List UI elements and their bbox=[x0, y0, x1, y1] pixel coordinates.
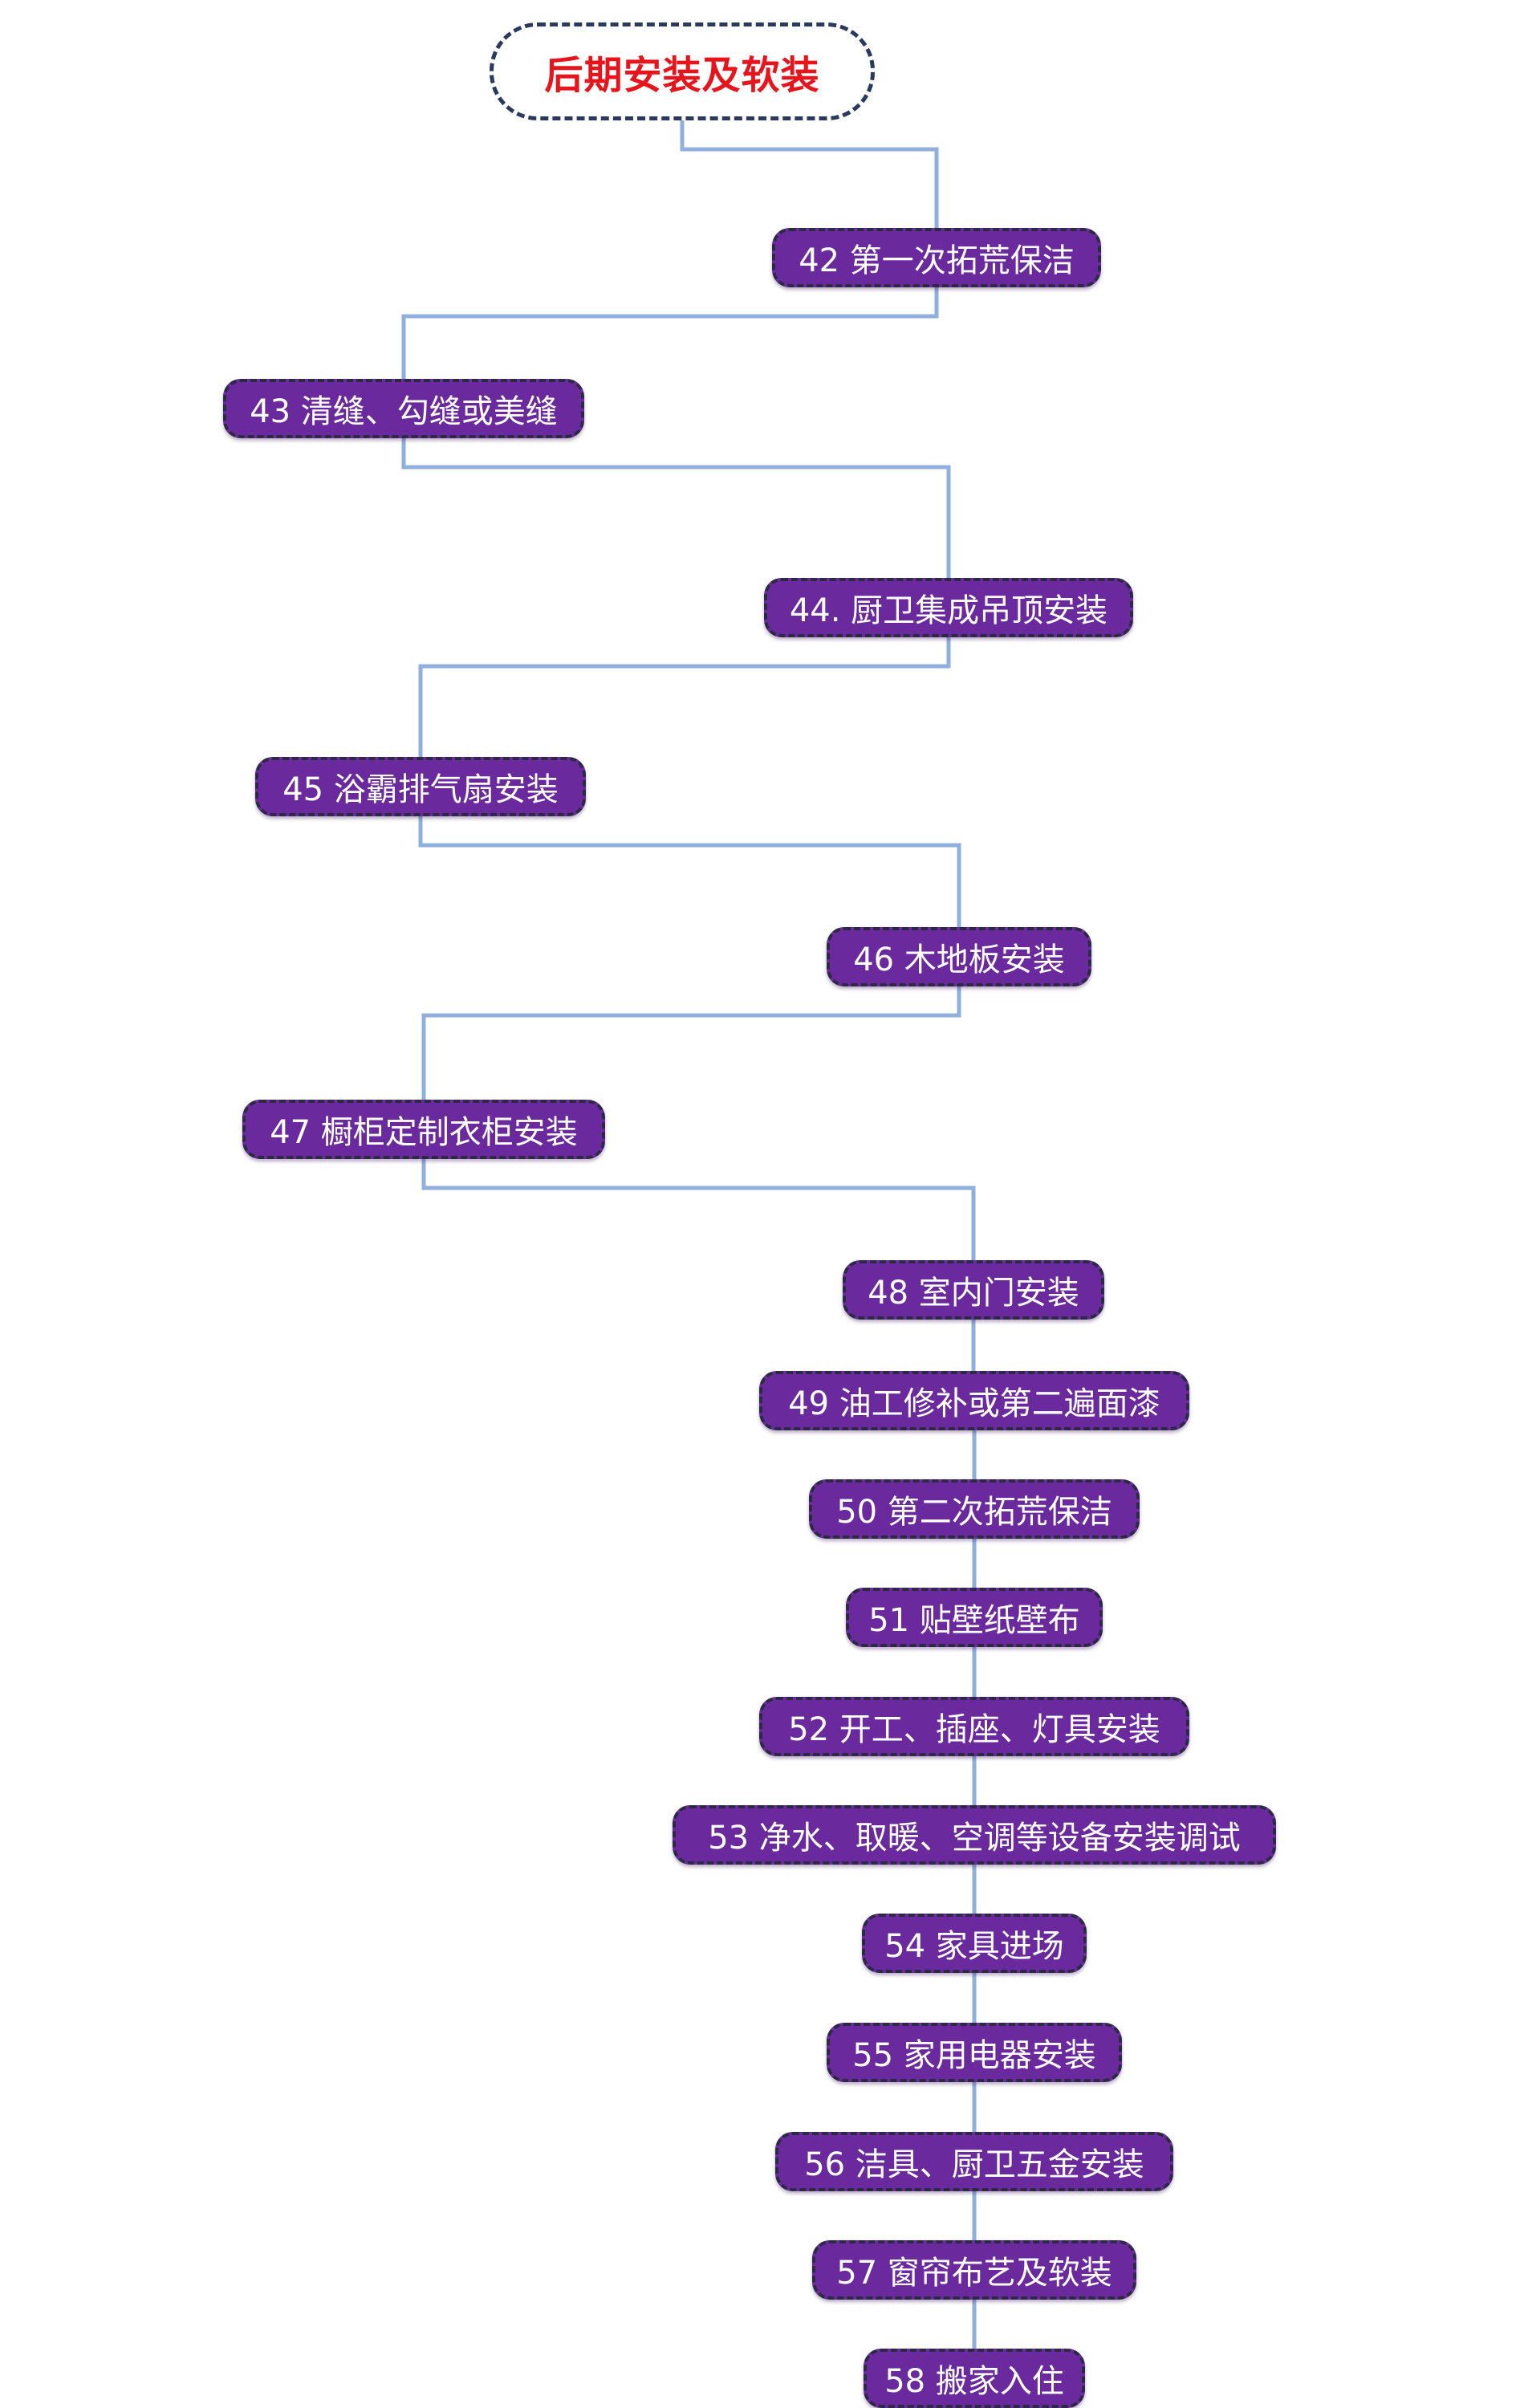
step-46-wood-floor-install: 46 木地板安装 bbox=[827, 927, 1091, 986]
connector-line-2 bbox=[401, 438, 951, 578]
connector-line-5 bbox=[421, 986, 961, 1100]
step-47-cabinet-wardrobe-install: 47 橱柜定制衣柜安装 bbox=[242, 1100, 605, 1159]
step-53-equipment-install-debug: 53 净水、取暖、空调等设备安装调试 bbox=[673, 1805, 1276, 1865]
step-45-heater-fan-install: 45 浴霸排气扇安装 bbox=[255, 757, 586, 816]
connector-line-3 bbox=[418, 637, 951, 757]
step-42-first-cleaning: 42 第一次拓荒保洁 bbox=[772, 228, 1101, 287]
connector-line-6 bbox=[421, 1159, 976, 1260]
step-48-interior-door-install: 48 室内门安装 bbox=[843, 1260, 1104, 1320]
step-49-paint-touchup: 49 油工修补或第二遍面漆 bbox=[759, 1371, 1189, 1430]
step-52-switch-socket-lamp-install: 52 开工、插座、灯具安装 bbox=[759, 1697, 1189, 1756]
step-43-grout-sealing: 43 清缝、勾缝或美缝 bbox=[223, 379, 584, 438]
connector-line-1 bbox=[401, 287, 939, 379]
step-57-curtains-soft-furnishing: 57 窗帘布艺及软装 bbox=[812, 2240, 1136, 2300]
step-55-appliance-install: 55 家用电器安装 bbox=[827, 2023, 1122, 2082]
step-44-ceiling-install: 44. 厨卫集成吊顶安装 bbox=[764, 578, 1133, 637]
connector-line-4 bbox=[418, 816, 961, 927]
step-58-move-in: 58 搬家入住 bbox=[864, 2349, 1085, 2408]
connector-line-0 bbox=[680, 120, 939, 228]
step-54-furniture-arrival: 54 家具进场 bbox=[862, 1914, 1087, 1973]
step-51-wallpaper: 51 贴壁纸壁布 bbox=[846, 1588, 1103, 1647]
step-50-second-cleaning: 50 第二次拓荒保洁 bbox=[809, 1479, 1140, 1539]
root-node-title: 后期安装及软装 bbox=[490, 22, 875, 120]
step-56-sanitary-hardware-install: 56 洁具、厨卫五金安装 bbox=[775, 2132, 1173, 2191]
